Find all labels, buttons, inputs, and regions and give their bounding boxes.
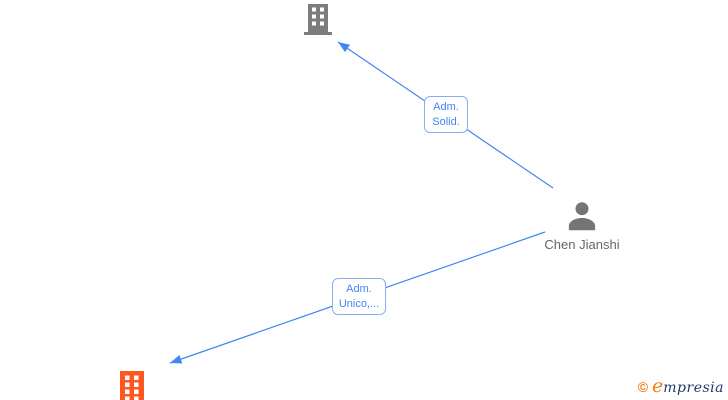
empresia-logo: © empresia	[638, 375, 724, 397]
brand-first-letter: e	[652, 375, 664, 397]
company-node-top[interactable]	[303, 4, 333, 35]
building-icon	[304, 4, 332, 35]
edge-label-line: Adm.	[433, 101, 459, 113]
brand-rest: mpresia	[663, 380, 724, 396]
company-node-bottom[interactable]	[120, 371, 144, 400]
copyright-icon: ©	[637, 379, 649, 395]
edge-label-line: Unico,...	[338, 298, 380, 310]
edge-label-line: Solid.	[432, 116, 460, 128]
empresia-brand-text: empresia	[652, 375, 724, 397]
person-node-chen-jianshi[interactable]: Chen Jianshi	[526, 197, 638, 252]
edge-label-line: Adm.	[346, 283, 372, 295]
building-icon	[120, 371, 144, 400]
edge-label-adm-solid[interactable]: Adm. Solid.	[424, 96, 468, 133]
person-node-label: Chen Jianshi	[544, 237, 620, 252]
edge-label-adm-unico[interactable]: Adm. Unico,...	[332, 278, 386, 315]
person-icon	[568, 202, 596, 231]
